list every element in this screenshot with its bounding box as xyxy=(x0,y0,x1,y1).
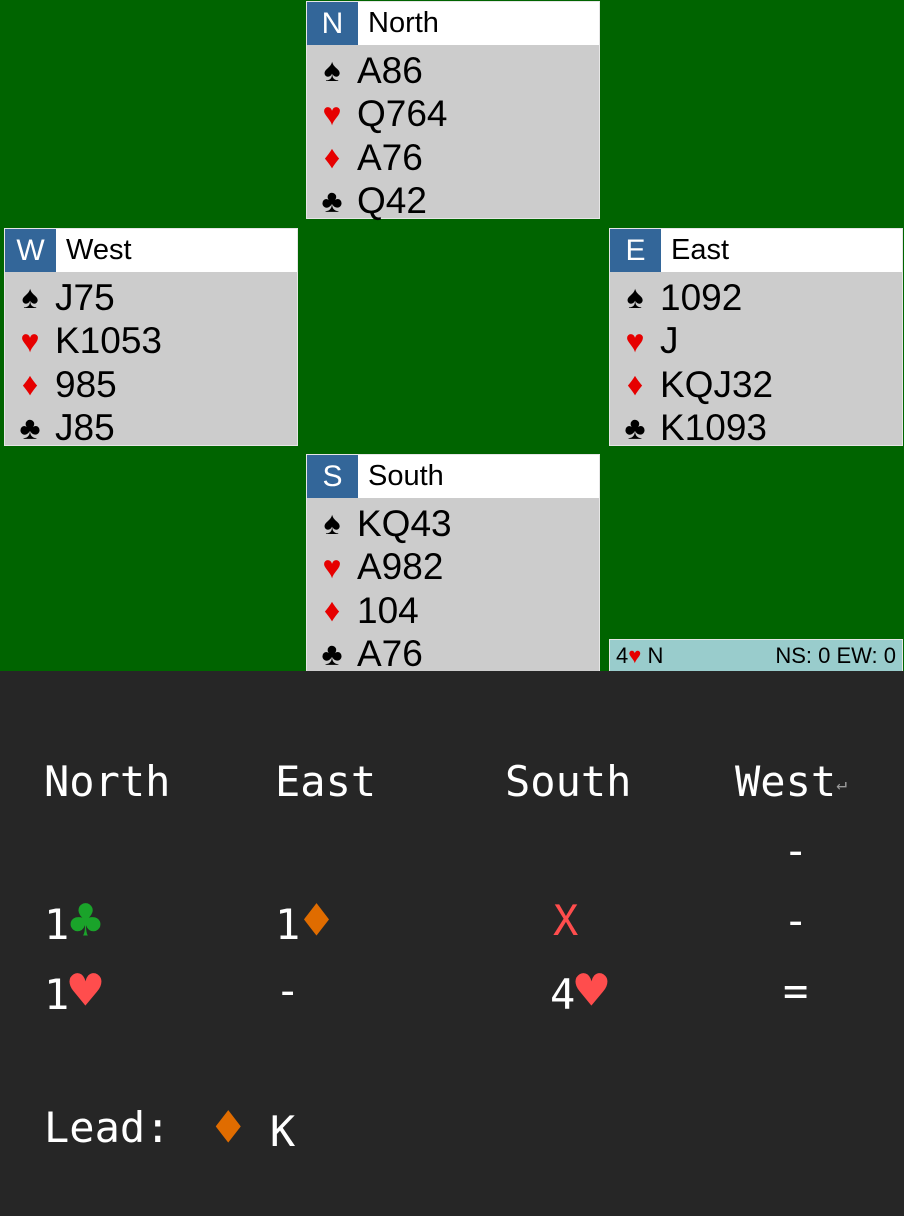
bid-header-west-label: West xyxy=(735,757,837,806)
lead-label: Lead: xyxy=(44,1103,171,1152)
diamond-icon: ♦ xyxy=(626,366,644,403)
suit-row-spades: ♠ KQ43 xyxy=(307,502,599,546)
club-icon: ♣ xyxy=(321,182,343,219)
suit-row-clubs: ♣ A76 xyxy=(307,633,599,677)
bid-header-east: East xyxy=(275,757,377,806)
bid-level: 1 xyxy=(275,900,301,949)
diamond-icon: ♦ xyxy=(21,366,39,403)
hand-header: N North xyxy=(307,2,599,45)
diamond-icon: ♦ xyxy=(323,592,341,629)
cards-spades: J75 xyxy=(55,276,115,318)
contract-level: 4 xyxy=(616,642,629,668)
suit-row-spades: ♠ A86 xyxy=(307,49,599,93)
heart-icon: ♥ xyxy=(69,959,102,1022)
bid-north-2: 1♥ xyxy=(44,964,102,1020)
spade-icon: ♠ xyxy=(21,279,39,316)
heart-icon: ♥ xyxy=(628,642,642,668)
diamond-icon: ♦ xyxy=(212,1096,245,1159)
heart-icon: ♥ xyxy=(322,548,342,585)
cards-diamonds: A76 xyxy=(357,136,423,178)
declarer: N xyxy=(647,642,664,668)
return-icon: ↵ xyxy=(836,773,847,795)
cards-clubs: K1093 xyxy=(660,407,767,449)
heart-icon: ♥ xyxy=(575,959,608,1022)
heart-icon: ♥ xyxy=(625,322,645,359)
club-icon: ♣ xyxy=(69,889,102,952)
suit-row-clubs: ♣ Q42 xyxy=(307,180,599,224)
cards-hearts: J xyxy=(660,320,679,362)
contract-status-bar: 4♥ N NS: 0 EW: 0 xyxy=(609,639,903,671)
card-table: N North ♠ A86 ♥ Q764 ♦ A76 ♣ Q42 W West ♠ J75… xyxy=(0,0,904,674)
score-display: NS: 0 EW: 0 xyxy=(775,642,896,668)
suit-row-spades: ♠ J75 xyxy=(5,276,297,320)
suit-row-hearts: ♥J xyxy=(610,320,902,364)
bid-header-north: North xyxy=(44,757,171,806)
suit-row-clubs: ♣ K1093 xyxy=(610,407,902,451)
hand-header: W West xyxy=(5,229,297,272)
cards-hearts: K1053 xyxy=(55,320,162,362)
seat-badge: W xyxy=(5,229,56,272)
seat-badge: E xyxy=(610,229,661,272)
bid-level: 1 xyxy=(44,900,70,949)
spade-icon: ♠ xyxy=(323,505,341,542)
lead-rank: K xyxy=(269,1107,296,1156)
suit-row-diamonds: ♦ 104 xyxy=(307,589,599,633)
heart-icon: ♥ xyxy=(20,322,40,359)
hand-west: W West ♠ J75 ♥ K1053 ♦ 985 ♣ J85 xyxy=(4,228,298,448)
suit-row-spades: ♠ 1092 xyxy=(610,276,902,320)
diamond-icon: ♦ xyxy=(300,889,333,952)
suit-row-hearts: ♥ K1053 xyxy=(5,320,297,364)
bid-west-1: - xyxy=(783,826,809,875)
spade-icon: ♠ xyxy=(626,279,644,316)
cards-clubs: J85 xyxy=(55,407,115,449)
player-name: North xyxy=(368,7,439,39)
contract-display: 4♥ N xyxy=(616,643,663,669)
suit-row-diamonds: ♦ A76 xyxy=(307,136,599,180)
bid-south-2: 4♥ xyxy=(550,964,608,1020)
cards-spades: A86 xyxy=(357,49,423,91)
bid-north-1: 1♣ xyxy=(44,894,102,950)
cards-spades: KQ43 xyxy=(357,502,452,544)
suit-row-hearts: ♥ A982 xyxy=(307,546,599,590)
club-icon: ♣ xyxy=(624,409,646,446)
spade-icon: ♠ xyxy=(323,52,341,89)
cards-diamonds: KQJ32 xyxy=(660,363,774,405)
suit-row-clubs: ♣ J85 xyxy=(5,407,297,451)
bid-west-3: = xyxy=(783,966,809,1015)
suit-row-diamonds: ♦ KQJ32 xyxy=(610,363,902,407)
lead-card: ♦ K xyxy=(212,1101,296,1157)
hand-east: E East ♠1092 ♥J ♦KQJ32 ♣K1093 xyxy=(609,228,903,448)
hand-north: N North ♠ A86 ♥ Q764 ♦ A76 ♣ Q42 xyxy=(306,1,600,221)
suit-row-diamonds: ♦ 985 xyxy=(5,363,297,407)
cards-hearts: Q764 xyxy=(357,93,448,135)
bid-east-2: - xyxy=(275,966,301,1015)
seat-badge: N xyxy=(307,2,358,45)
cards-clubs: A76 xyxy=(357,633,423,675)
player-name: East xyxy=(671,234,730,266)
bid-east-1: 1♦ xyxy=(275,894,333,950)
player-name: West xyxy=(66,234,132,266)
cards-diamonds: 104 xyxy=(357,589,419,631)
cards-clubs: Q42 xyxy=(357,180,427,222)
hand-south: S South ♠ KQ43 ♥ A982 ♦ 104 ♣ A76 xyxy=(306,454,600,674)
bid-header-south: South xyxy=(505,757,632,806)
cards-spades: 1092 xyxy=(660,276,743,318)
bid-level: 1 xyxy=(44,970,70,1019)
bid-level: 4 xyxy=(550,970,576,1019)
bid-south-double: X xyxy=(553,896,579,945)
suit-row-hearts: ♥ Q764 xyxy=(307,93,599,137)
bid-header-west: West↵ xyxy=(735,757,847,810)
hand-header: E East xyxy=(610,229,902,272)
hand-header: S South xyxy=(307,455,599,498)
heart-icon: ♥ xyxy=(322,95,342,132)
club-icon: ♣ xyxy=(321,635,343,672)
seat-badge: S xyxy=(307,455,358,498)
bid-west-2: - xyxy=(783,896,809,945)
cards-hearts: A982 xyxy=(357,546,444,588)
player-name: South xyxy=(368,460,444,492)
diamond-icon: ♦ xyxy=(323,139,341,176)
cards-diamonds: 985 xyxy=(55,363,117,405)
bidding-panel: North East South West↵ - 1♣ 1♦ X - 1♥ - … xyxy=(0,671,904,1216)
club-icon: ♣ xyxy=(19,409,41,446)
